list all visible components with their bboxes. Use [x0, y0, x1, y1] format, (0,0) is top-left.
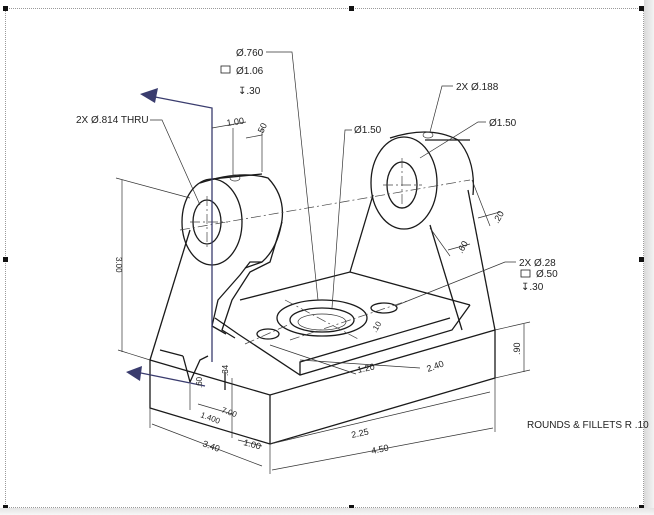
dim-100-bottom: 1.00: [242, 437, 262, 451]
callout-boss-dia-right: Ø1.50: [489, 118, 517, 129]
centerlines: [179, 158, 471, 345]
center-counterbore: [256, 299, 398, 340]
left-upright: [149, 173, 284, 361]
dim-20: .20: [491, 209, 506, 225]
dim-340: 3.40: [201, 438, 221, 453]
dim-700: 7.00: [220, 405, 238, 419]
section-arrow-bottom: [126, 366, 206, 387]
dim-240: 2.40: [425, 358, 445, 373]
resize-handle-middle-left[interactable]: [3, 257, 8, 262]
resize-handle-bottom-center[interactable]: [349, 505, 354, 510]
callout-top-holes: 2X Ø.188: [456, 82, 499, 93]
right-top-hole: [422, 131, 434, 139]
resize-handle-top-right[interactable]: [639, 6, 644, 11]
callout-counterbore-dia: Ø.760: [236, 48, 264, 59]
window-right-edge: [644, 0, 654, 515]
resize-handle-top-center[interactable]: [349, 6, 354, 11]
general-note: ROUNDS & FILLETS R .10: [527, 420, 649, 431]
callout-thru-holes: 2X Ø.814 THRU: [76, 115, 149, 126]
callout-boss-dia-center: Ø1.50: [354, 125, 382, 136]
dim-225: 2.25: [350, 427, 369, 440]
callout-side-depth: ↧.30: [521, 282, 544, 293]
resize-handle-middle-right[interactable]: [639, 257, 644, 262]
dim-120: 1.20: [356, 362, 375, 375]
window-bottom-edge: [0, 508, 654, 515]
dim-450: 4.50: [370, 443, 389, 456]
dimension-lines: [115, 51, 531, 474]
left-top-hole: [229, 174, 241, 182]
right-upright: [349, 131, 496, 331]
resize-handle-bottom-right[interactable]: [639, 505, 644, 510]
dim-300: 3.00: [114, 257, 123, 273]
dim-50: .50: [255, 121, 269, 137]
dim-34: .34: [221, 364, 230, 376]
callout-side-cb: Ø.50: [536, 269, 558, 280]
dim-60-small: .60: [195, 376, 204, 388]
callout-side-holes: 2X Ø.28: [519, 258, 556, 269]
counterbore-symbol: [220, 65, 231, 74]
section-arrow-top: [140, 88, 213, 362]
right-side-hole: [370, 302, 398, 314]
dim-90: .90: [512, 342, 522, 355]
callout-counterbore-cb: Ø1.06: [236, 66, 264, 77]
dimension-text: Ø.760 Ø1.06 ↧.30 2X Ø.814 THRU Ø1.50 2X …: [76, 48, 649, 456]
dim-100-top: 1.00: [226, 116, 245, 128]
dim-10: .10: [370, 319, 384, 334]
resize-handle-top-left[interactable]: [3, 6, 8, 11]
resize-handle-bottom-left[interactable]: [3, 505, 8, 510]
callout-counterbore-depth: ↧.30: [238, 86, 261, 97]
side-cb-symbol: [520, 269, 531, 278]
left-side-hole: [256, 328, 280, 340]
dim-60: .60: [455, 239, 470, 255]
